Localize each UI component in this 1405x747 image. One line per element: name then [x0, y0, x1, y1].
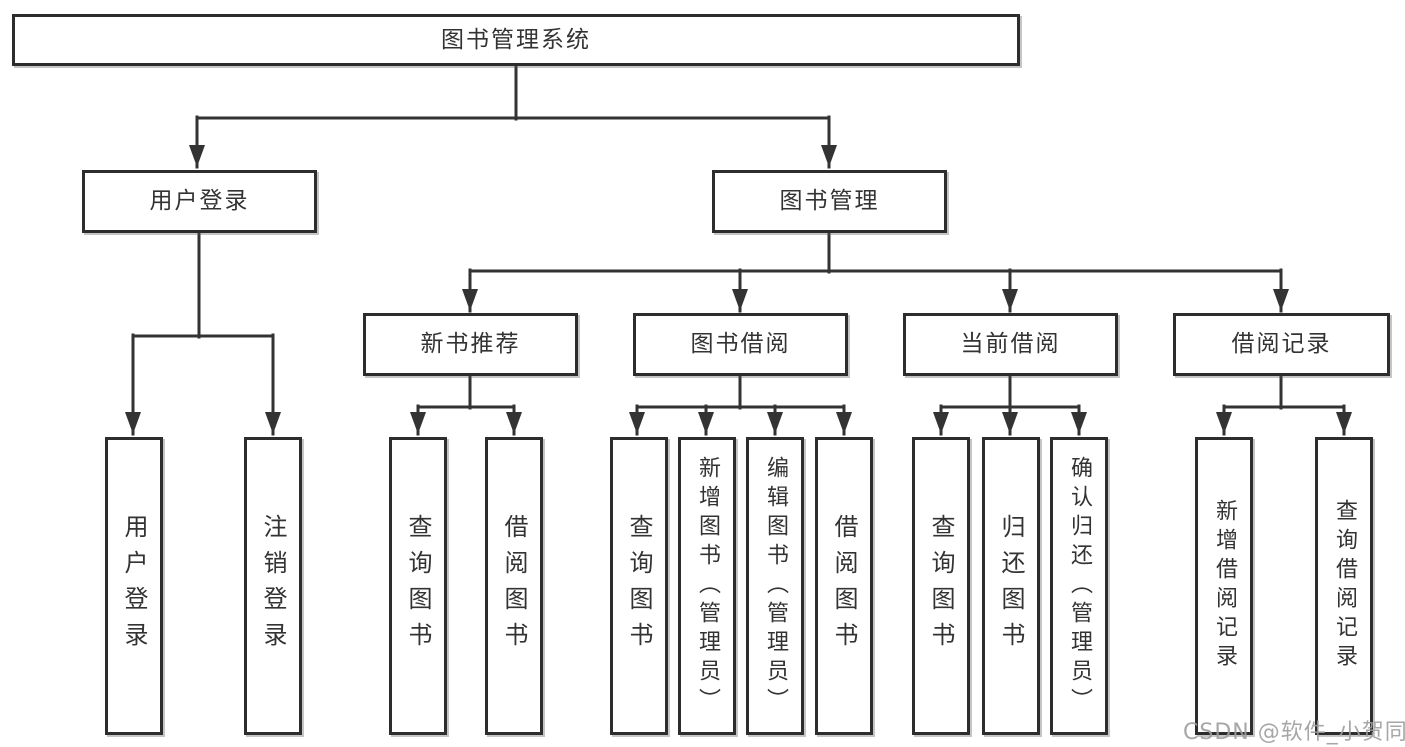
leaf-query-borrow-record: 查询借阅记录 [1315, 437, 1373, 735]
leaf-add-book-admin: 新增图书（管理员） [678, 437, 736, 735]
node-book-management: 图书管理 [712, 170, 947, 233]
connector-current-borrowing [933, 374, 1087, 436]
leaf-confirm-return-admin: 确认归还（管理员） [1050, 437, 1108, 735]
node-library-management-system: 图书管理系统 [12, 14, 1020, 66]
connector-new-book-recommend [410, 374, 522, 436]
node-current-borrowing: 当前借阅 [903, 313, 1118, 376]
leaf-edit-book-admin: 编辑图书（管理员） [746, 437, 804, 735]
leaf-query-books-current: 查询图书 [912, 437, 970, 735]
leaf-return-book: 归还图书 [982, 437, 1040, 735]
leaf-borrow-books-borrowing: 借阅图书 [815, 437, 873, 735]
csdn-watermark: CSDN @软件_小贺同学 [1183, 720, 1405, 745]
connector-borrowing-records [1216, 374, 1352, 436]
connector-user-login [125, 231, 281, 436]
connector-book-management [462, 231, 1289, 313]
node-book-borrowing: 图书借阅 [633, 313, 848, 376]
leaf-logout: 注销登录 [244, 437, 302, 735]
node-borrowing-records: 借阅记录 [1173, 313, 1390, 376]
leaf-user-login: 用户登录 [105, 437, 163, 735]
node-new-book-recommend: 新书推荐 [363, 313, 578, 376]
node-user-login: 用户登录 [82, 170, 317, 233]
leaf-borrow-books-recommend: 借阅图书 [485, 437, 543, 735]
connector-root [189, 64, 837, 169]
connector-book-borrowing [629, 374, 852, 436]
leaf-query-books-borrowing: 查询图书 [610, 437, 668, 735]
leaf-add-borrow-record: 新增借阅记录 [1195, 437, 1253, 735]
leaf-query-books-recommend: 查询图书 [389, 437, 447, 735]
